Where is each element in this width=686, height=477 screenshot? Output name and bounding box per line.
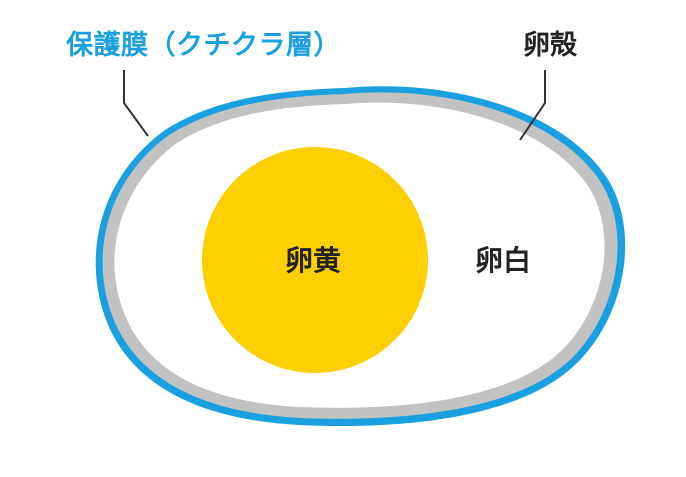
cuticle-label: 保護膜（クチクラ層） [66,30,341,61]
shell-label: 卵殻 [523,30,577,61]
shell-leader-line [519,70,546,141]
egg-white-label: 卵白 [475,244,532,277]
cuticle-leader-line [123,70,149,137]
yolk-label: 卵黄 [285,244,342,277]
yolk [202,147,428,373]
